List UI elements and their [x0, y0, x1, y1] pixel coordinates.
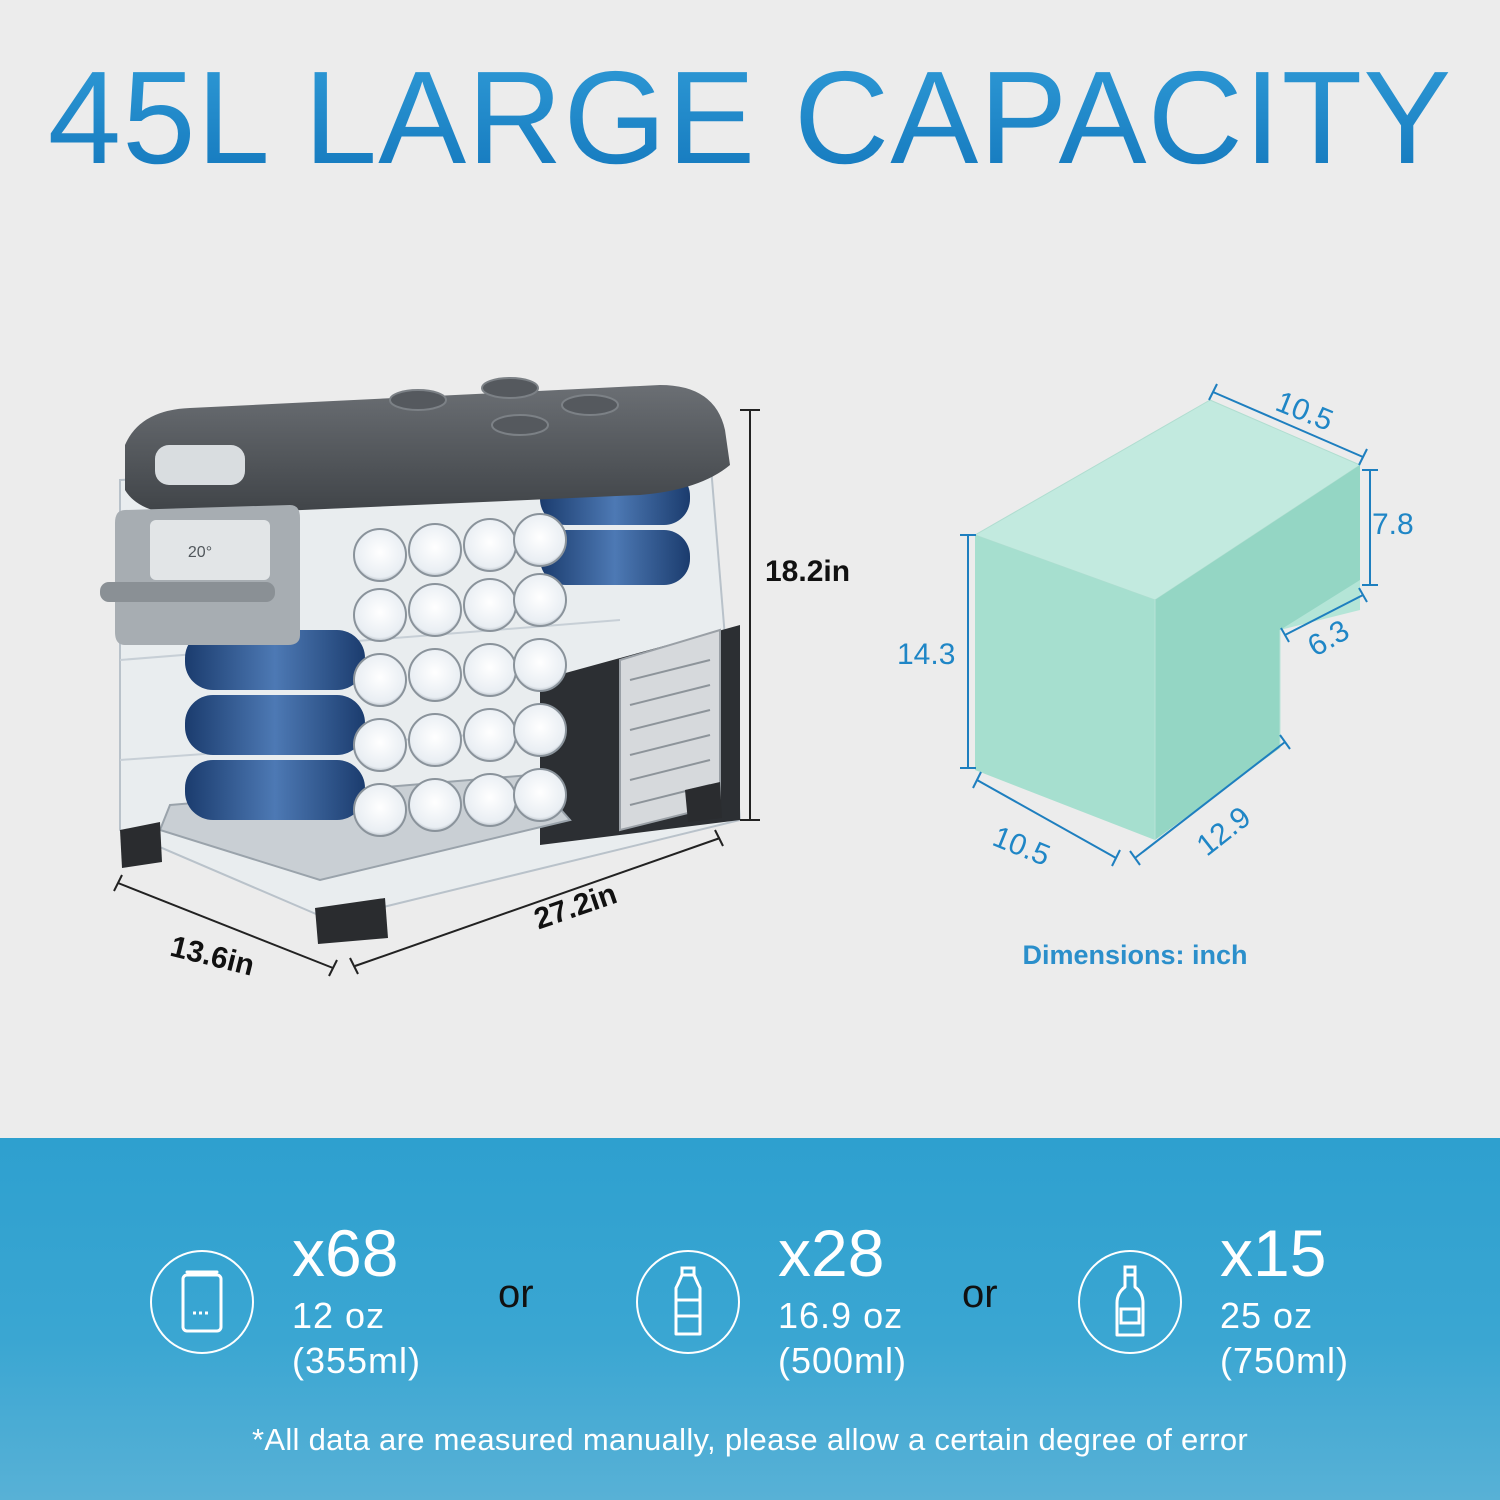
can-size: 12 oz: [292, 1295, 386, 1336]
water-bottle-count: x28: [778, 1216, 885, 1290]
can-volume: (355ml): [292, 1340, 422, 1382]
water-bottle-icon: [636, 1250, 740, 1354]
cube-dimension-lines: [960, 383, 1378, 867]
cube-step-height-label: 7.8: [1372, 508, 1414, 541]
cube-full-height-label: 14.3: [897, 638, 956, 671]
separator-or-1: or: [498, 1272, 534, 1316]
water-bottle-size: 16.9 oz: [778, 1295, 904, 1336]
capacity-item-wine-bottles: x15 25 oz (750ml): [1078, 1210, 1349, 1382]
can-icon: [150, 1250, 254, 1354]
wine-bottle-icon: [1078, 1250, 1182, 1354]
units-note: Dimensions: inch: [1022, 940, 1248, 970]
dimension-lines: [113, 409, 760, 977]
wine-bottle-count: x15: [1220, 1216, 1327, 1290]
capacity-item-cans: x68 12 oz (355ml): [150, 1210, 421, 1382]
control-panel: 20°: [100, 505, 300, 645]
can-tops: [353, 513, 567, 837]
cube-left-face: [975, 535, 1155, 840]
headline: 45L LARGE CAPACITY: [0, 52, 1500, 184]
water-bottle-volume: (500ml): [778, 1340, 908, 1382]
svg-text:20°: 20°: [188, 544, 212, 561]
separator-or-2: or: [962, 1272, 998, 1316]
fridge-lid: [125, 377, 730, 515]
fridge-feet: [120, 782, 722, 944]
height-label: 18.2in: [765, 555, 851, 588]
capacity-item-water-bottles: x28 16.9 oz (500ml): [636, 1210, 907, 1382]
wine-bottle-volume: (750ml): [1220, 1340, 1350, 1382]
wine-bottle-size: 25 oz: [1220, 1295, 1314, 1336]
cube-right-face: [1155, 465, 1360, 840]
fridge-illustration: 20°: [100, 377, 760, 977]
footnote: *All data are measured manually, please …: [251, 1422, 1249, 1457]
interior-space-diagram: [960, 383, 1378, 867]
can-count: x68: [292, 1216, 399, 1290]
